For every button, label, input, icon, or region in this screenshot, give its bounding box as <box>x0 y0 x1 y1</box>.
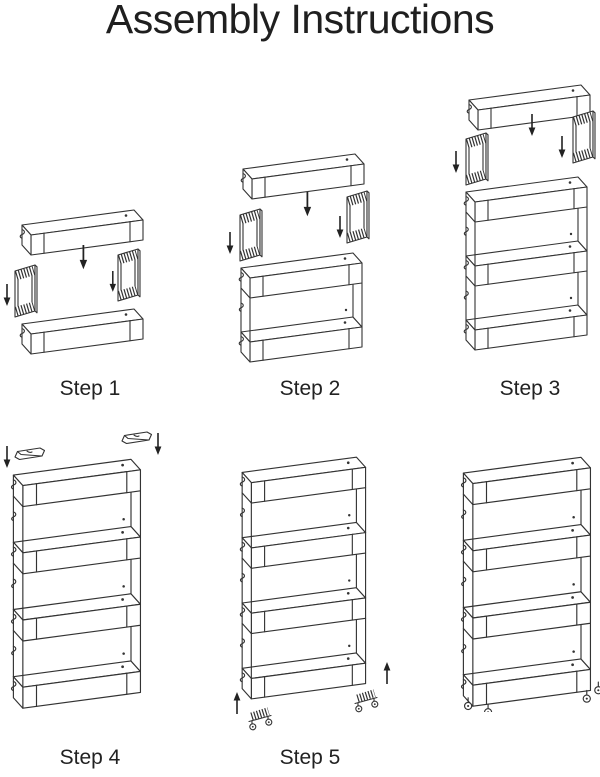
caster-wheel-icon <box>594 681 600 695</box>
finished-four-tier-cart-with-casters-icon <box>462 457 600 712</box>
shelf-board-icon <box>466 84 591 131</box>
step-5-label: Step 5 <box>279 746 341 769</box>
side-panel-icon <box>347 191 369 243</box>
side-panel-icon <box>15 265 37 317</box>
arrow-down-icon <box>451 150 461 174</box>
step-1-illustration <box>3 209 155 355</box>
arrow-down-icon <box>225 231 235 255</box>
arrow-up-icon <box>232 691 242 715</box>
four-tier-unit-icon <box>240 457 365 699</box>
shelf-board-icon <box>240 153 365 200</box>
step-4-label: Step 4 <box>59 746 121 769</box>
arrow-down-icon <box>153 432 163 456</box>
finished-product-illustration <box>453 450 600 712</box>
page-title: Assembly Instructions <box>105 0 495 42</box>
arrow-down-icon <box>302 191 313 218</box>
step-1-label: Step 1 <box>59 377 121 400</box>
top-cap-icon <box>121 431 153 445</box>
shelf-board-icon <box>19 308 144 355</box>
side-panel-icon <box>118 249 140 301</box>
four-tier-unit-icon <box>12 459 141 708</box>
step-4-illustration <box>2 431 163 710</box>
arrow-down-icon <box>335 215 345 239</box>
arrow-down-icon <box>557 135 567 159</box>
step-2-illustration <box>225 153 391 378</box>
three-tier-unit-icon <box>464 177 587 350</box>
two-tier-unit-icon <box>239 253 362 362</box>
step-3-illustration <box>451 84 600 382</box>
shelf-board-icon <box>19 209 144 256</box>
arrow-down-icon <box>3 283 12 307</box>
side-panel-icon <box>466 133 488 185</box>
top-cap-icon <box>14 447 46 461</box>
arrow-down-icon <box>108 270 117 293</box>
arrow-up-icon <box>382 661 392 685</box>
side-panel-icon <box>240 209 262 261</box>
caster-icon <box>355 693 378 712</box>
side-panel-icon <box>573 111 595 163</box>
caster-wheel-icon <box>582 689 591 703</box>
caster-wheel-icon <box>483 703 493 712</box>
arrow-down-icon <box>2 445 12 469</box>
step-5-illustration <box>232 448 392 746</box>
caster-icon <box>249 711 272 730</box>
step-2-label: Step 2 <box>279 377 341 400</box>
step-3-label: Step 3 <box>499 377 561 400</box>
